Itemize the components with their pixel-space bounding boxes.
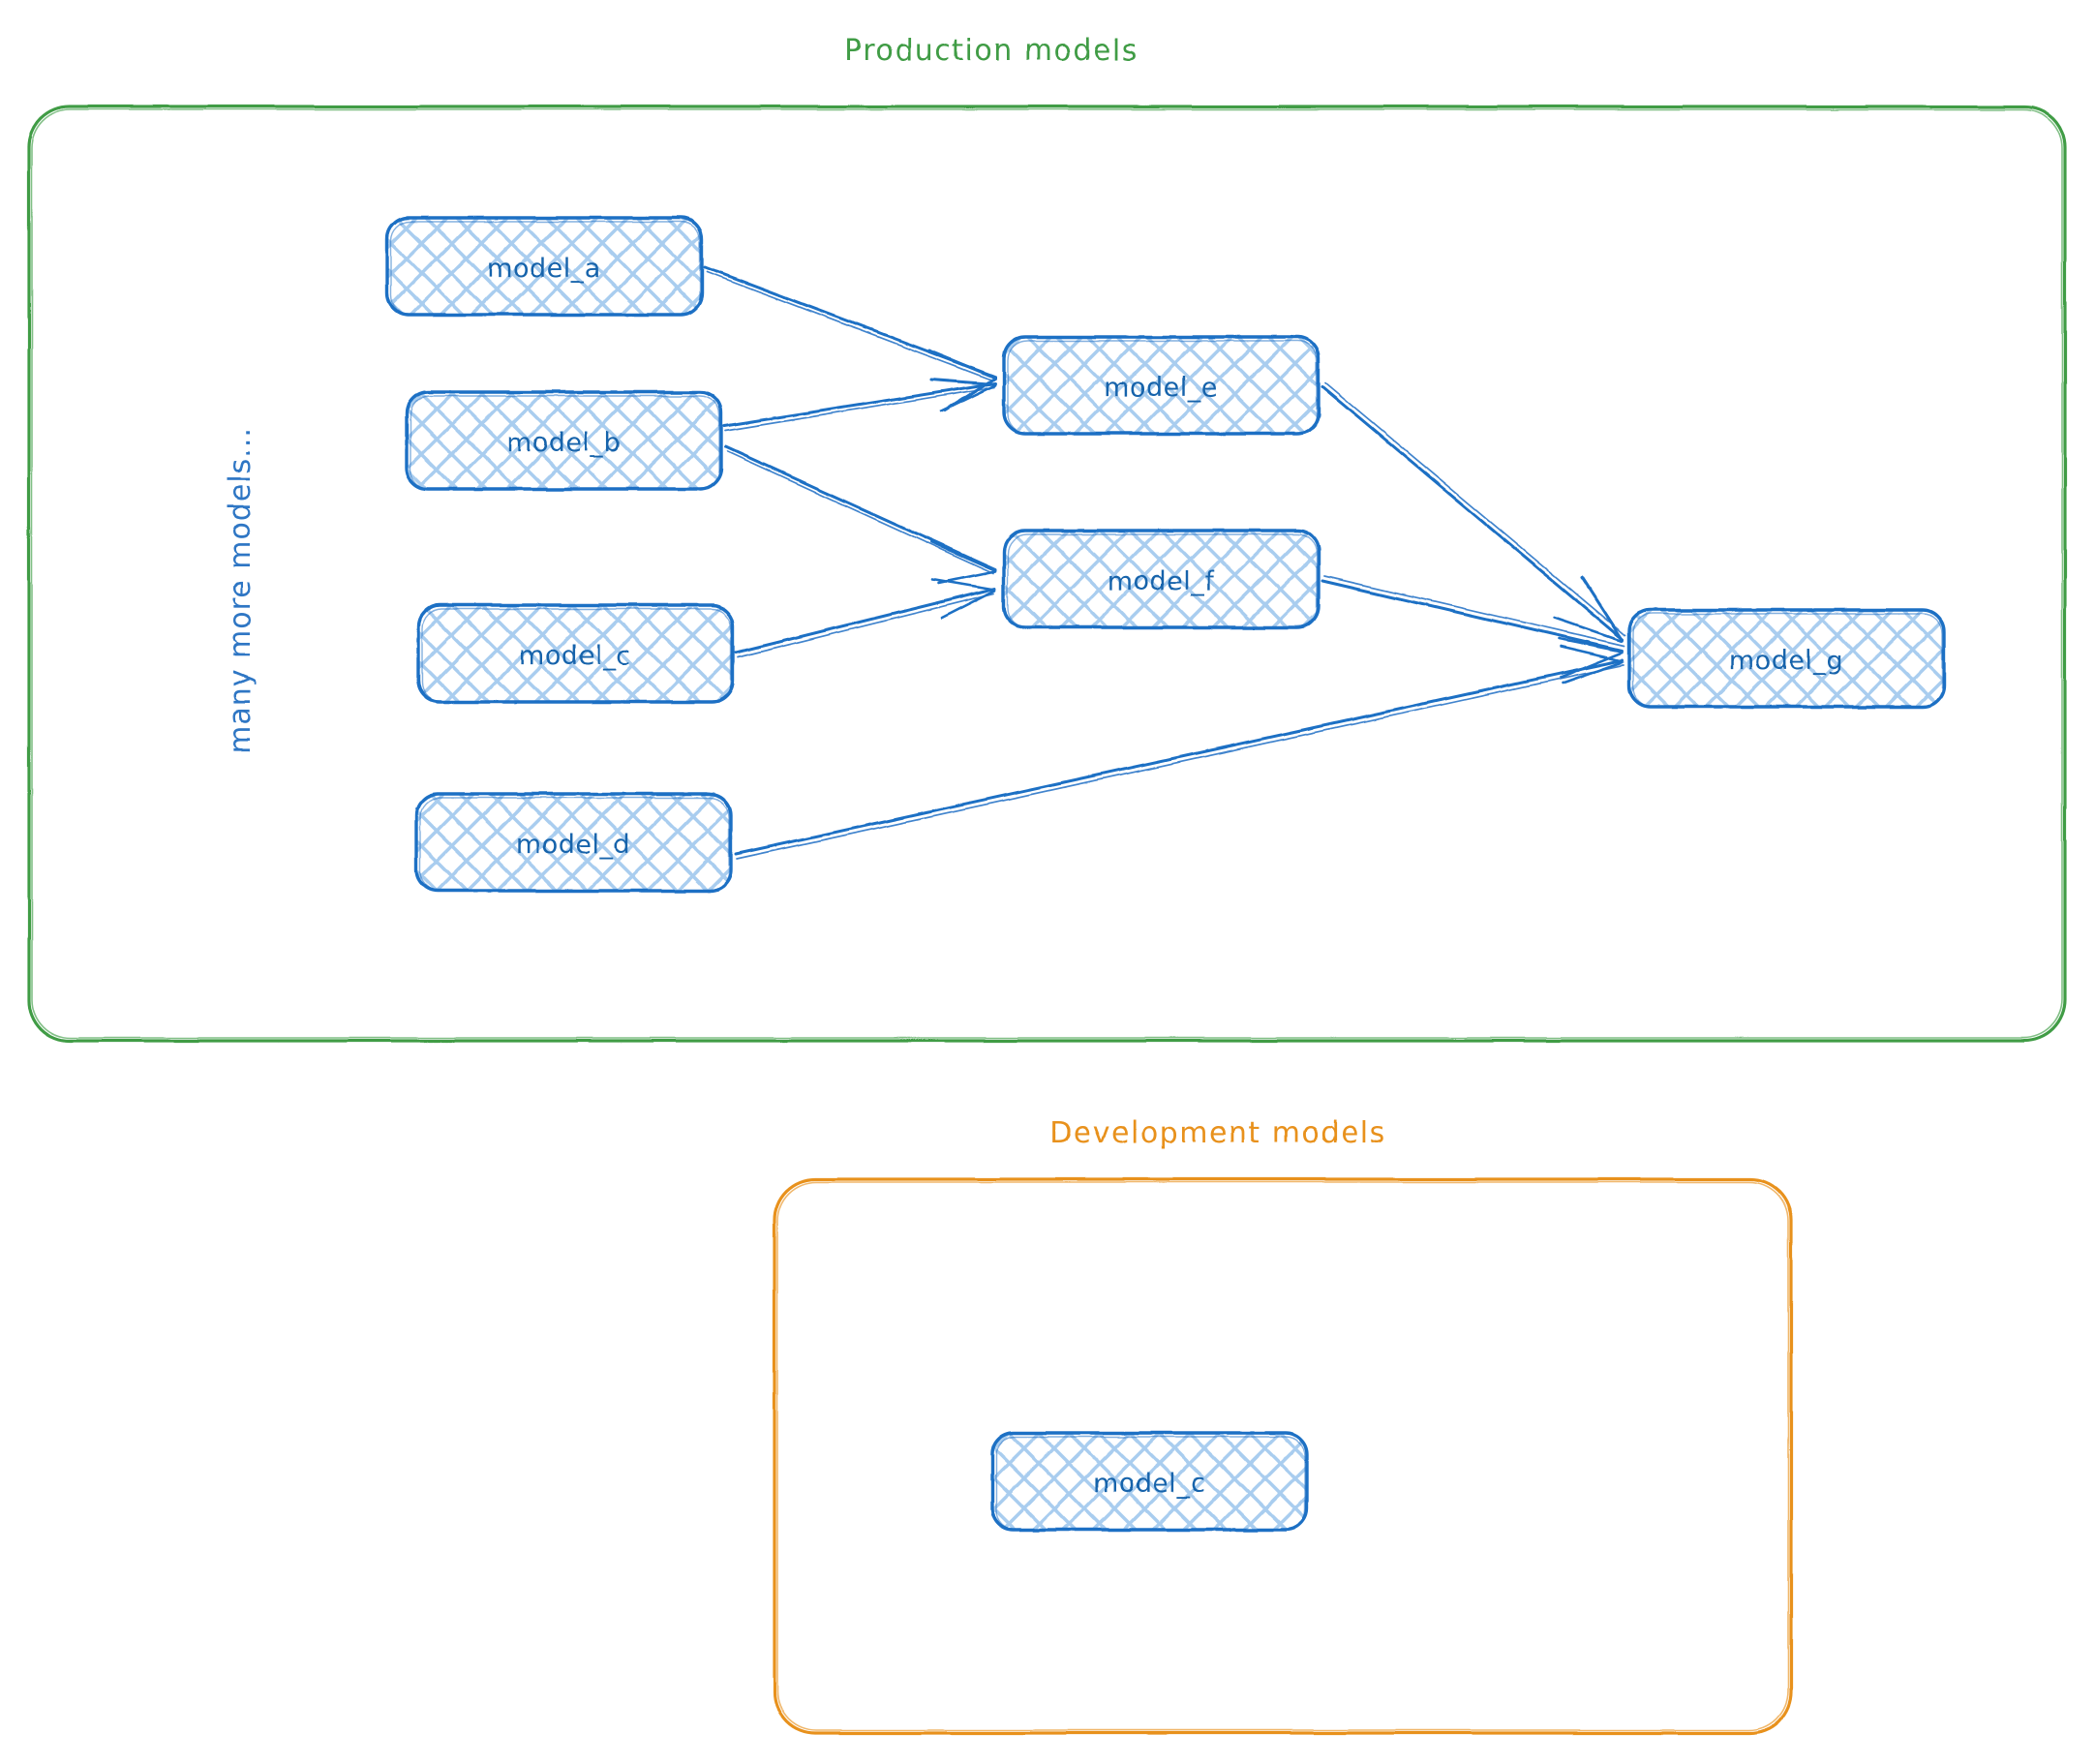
node-model-e-shape-secondary — [1007, 340, 1318, 435]
production-group-title: Production models — [844, 34, 1139, 68]
node-dev-model-c[interactable]: model_c — [990, 1431, 1309, 1532]
production-group-border-secondary — [31, 108, 2063, 1039]
node-model-d-shape-secondary — [419, 797, 730, 892]
side-label-many-more-models: many more models... — [224, 427, 258, 754]
node-model-g-label: model_g — [1729, 646, 1843, 676]
node-model-a[interactable]: model_a — [385, 216, 704, 317]
edge-model-c-to-model-f — [734, 577, 997, 658]
node-model-f-shape-secondary — [1007, 533, 1318, 628]
edge-model-d-to-model-g — [734, 645, 1624, 860]
edge-model-b-to-model-f — [724, 445, 997, 585]
group-container-development — [773, 1177, 1793, 1735]
edge-model-f-to-model-g — [1321, 575, 1625, 680]
group-container-production — [27, 105, 2067, 1043]
node-model-g[interactable]: model_g — [1627, 608, 1946, 709]
node-model-c-label: model_c — [519, 641, 631, 671]
node-model-e-label: model_e — [1104, 373, 1218, 403]
node-model-a-label: model_a — [487, 254, 601, 284]
node-model-d[interactable]: model_d — [414, 792, 733, 893]
edges-layer — [703, 265, 1626, 860]
node-model-e[interactable]: model_e — [1002, 335, 1321, 436]
edge-model-b-to-model-e — [722, 378, 997, 432]
development-group-border — [773, 1177, 1793, 1735]
node-model-g-shape-secondary — [1632, 613, 1943, 708]
node-model-c-shape-secondary — [421, 608, 732, 703]
node-model-d-label: model_d — [516, 830, 630, 860]
node-model-a-shape-secondary — [390, 221, 701, 316]
node-model-f-label: model_f — [1108, 566, 1216, 596]
edge-model-e-to-model-g — [1321, 382, 1626, 643]
node-model-b-shape-secondary — [410, 395, 720, 490]
development-group-title: Development models — [1049, 1116, 1386, 1150]
development-group-border-secondary — [776, 1181, 1789, 1731]
nodes-layer: model_a model_b model_c — [385, 216, 1946, 1532]
node-model-b-label: model_b — [506, 428, 621, 458]
node-model-c[interactable]: model_c — [416, 603, 735, 704]
node-model-b[interactable]: model_b — [405, 390, 723, 491]
node-model-f[interactable]: model_f — [1002, 529, 1321, 629]
node-dev-model-c-shape-secondary — [995, 1436, 1306, 1531]
node-dev-model-c-label: model_c — [1093, 1469, 1205, 1499]
production-group-border — [27, 105, 2067, 1043]
